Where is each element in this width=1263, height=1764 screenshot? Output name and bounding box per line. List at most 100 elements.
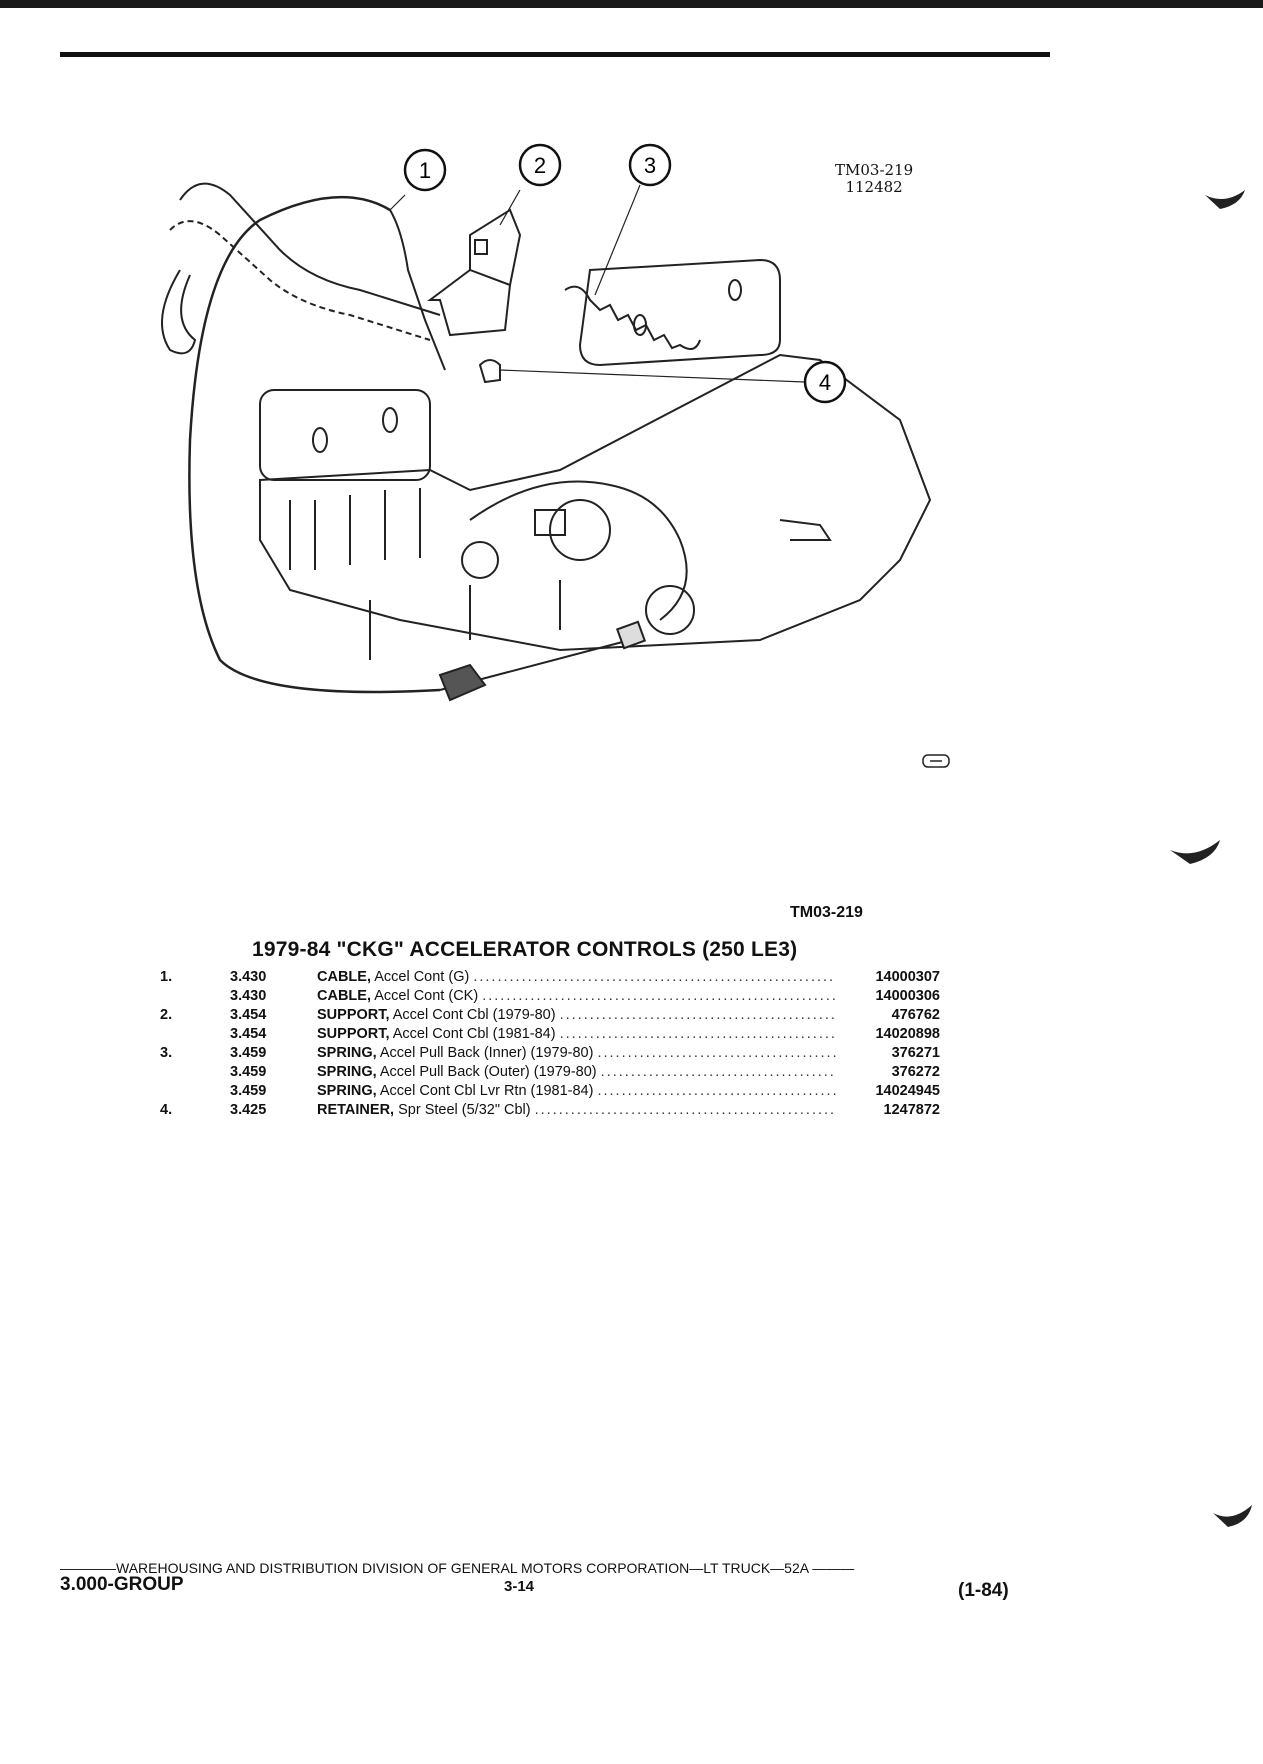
scan-edge-mark [1205, 190, 1245, 209]
egr-valve [645, 585, 695, 635]
part-row: 3.459 SPRING, Accel Pull Back (Outer) (19… [160, 1063, 940, 1082]
leader-line-3 [594, 184, 641, 296]
cable-end-fitting [438, 663, 487, 702]
accelerator-cable [188, 195, 441, 694]
support-bracket [427, 268, 512, 337]
hose-clamp [161, 269, 197, 355]
figure-stamp: 112482 [845, 178, 903, 196]
part-number: 1247872 [883, 1102, 940, 1118]
valve-cover-left [259, 389, 431, 481]
dot-leader: ........................................… [473, 969, 836, 985]
item-number: 3. [160, 1045, 173, 1061]
group-code: 3.459 [230, 1045, 267, 1061]
figure-code-stamp: TM03-219 112482 [835, 162, 913, 196]
header-rule [60, 52, 1050, 57]
dot-leader: ........................................… [600, 1064, 837, 1080]
part-description: SUPPORT, Accel Cont Cbl (1979-80) ......… [317, 1006, 837, 1025]
part-name: SPRING, [317, 1045, 377, 1061]
leader-line-4 [499, 369, 806, 383]
part-row: 3.454 SUPPORT, Accel Cont Cbl (1981-84) .… [160, 1025, 940, 1044]
cable-retainer [478, 359, 501, 384]
dot-leader: ........................................… [597, 1045, 837, 1061]
callout-2-label: 2 [534, 153, 546, 178]
part-number: 376272 [891, 1064, 940, 1080]
group-code: 3.425 [230, 1102, 267, 1118]
part-spec: Accel Cont (G) [374, 969, 470, 985]
figure-code: TM03-219 [835, 161, 914, 179]
dot-leader: ........................................… [559, 1007, 837, 1023]
footer-rule-right: ——— [808, 1560, 855, 1576]
part-number: 14020898 [875, 1026, 940, 1042]
dot-leader: ........................................… [559, 1026, 837, 1042]
valve-cover-right [578, 258, 781, 367]
accelerator-controls-illustration: 1 2 3 4 [161, 143, 950, 768]
part-number: 14000306 [875, 988, 940, 1004]
part-description: SPRING, Accel Pull Back (Outer) (1979-80… [317, 1063, 837, 1082]
scan-top-edge [0, 0, 1263, 8]
part-description: SPRING, Accel Cont Cbl Lvr Rtn (1981-84)… [317, 1082, 837, 1101]
gm-logo-mark [922, 754, 950, 768]
callout-1: 1 [403, 148, 447, 192]
part-number: 476762 [891, 1007, 940, 1023]
dot-leader: ........................................… [534, 1102, 837, 1118]
part-spec: Accel Pull Back (Inner) (1979-80) [379, 1045, 594, 1061]
part-name: CABLE, [317, 969, 371, 985]
part-row: 3.459 SPRING, Accel Cont Cbl Lvr Rtn (198… [160, 1082, 940, 1101]
part-number: 14000307 [875, 969, 940, 985]
part-number: 14024945 [875, 1083, 940, 1099]
part-number: 376271 [891, 1045, 940, 1061]
part-description: SPRING, Accel Pull Back (Inner) (1979-80… [317, 1044, 837, 1063]
part-name: SPRING, [317, 1083, 377, 1099]
part-spec: Accel Cont Cbl Lvr Rtn (1981-84) [379, 1083, 594, 1099]
group-code: 3.430 [230, 969, 267, 985]
callout-2: 2 [518, 143, 562, 187]
group-code: 3.454 [230, 1026, 267, 1042]
air-intake-tube [179, 182, 441, 316]
scan-edge-mark [1213, 1505, 1252, 1527]
leader-line-2 [499, 189, 521, 226]
part-description: RETAINER, Spr Steel (5/32" Cbl) ........… [317, 1101, 837, 1120]
part-row: 4. 3.425 RETAINER, Spr Steel (5/32" Cbl) .… [160, 1101, 940, 1120]
footer-division-line: ————WAREHOUSING AND DISTRIBUTION DIVISIO… [60, 1560, 1020, 1576]
part-name: SPRING, [317, 1064, 377, 1080]
dot-leader: ........................................… [597, 1083, 837, 1099]
callout-3-label: 3 [644, 153, 656, 178]
callout-3: 3 [628, 143, 672, 187]
engine-block [259, 353, 932, 652]
group-code: 3.454 [230, 1007, 267, 1023]
part-spec: Accel Cont Cbl (1979-80) [392, 1007, 556, 1023]
part-spec: Accel Cont Cbl (1981-84) [392, 1026, 556, 1042]
dot-leader: ........................................… [482, 988, 837, 1004]
item-number: 4. [160, 1102, 173, 1118]
callout-4-label: 4 [819, 370, 831, 395]
carburetor-body [549, 499, 611, 561]
figure-label: TM03-219 [790, 904, 863, 921]
callout-1-label: 1 [419, 158, 431, 183]
leader-line-1 [389, 194, 406, 211]
callout-4: 4 [803, 360, 847, 404]
footer-date: (1-84) [958, 1580, 1009, 1601]
item-number: 1. [160, 969, 173, 985]
part-spec: Spr Steel (5/32" Cbl) [398, 1102, 531, 1118]
part-spec: Accel Pull Back (Outer) (1979-80) [379, 1064, 597, 1080]
part-name: SUPPORT, [317, 1007, 390, 1023]
group-code: 3.459 [230, 1083, 267, 1099]
part-description: CABLE, Accel Cont (CK) .................… [317, 987, 837, 1006]
group-code: 3.459 [230, 1064, 267, 1080]
part-name: SUPPORT, [317, 1026, 390, 1042]
part-row: 1. 3.430 CABLE, Accel Cont (G) ...........… [160, 968, 940, 987]
part-name: CABLE, [317, 988, 371, 1004]
part-description: CABLE, Accel Cont (G) ..................… [317, 968, 837, 987]
part-description: SUPPORT, Accel Cont Cbl (1981-84) ......… [317, 1025, 837, 1044]
part-spec: Accel Cont (CK) [374, 988, 479, 1004]
group-code: 3.430 [230, 988, 267, 1004]
part-row: 3. 3.459 SPRING, Accel Pull Back (Inner) (… [160, 1044, 940, 1063]
item-number: 2. [160, 1007, 173, 1023]
part-row: 2. 3.454 SUPPORT, Accel Cont Cbl (1979-80)… [160, 1006, 940, 1025]
part-row: 3.430 CABLE, Accel Cont (CK) ............… [160, 987, 940, 1006]
section-title: 1979-84 "CKG" ACCELERATOR CONTROLS (250 … [252, 938, 798, 961]
footer-group: 3.000-GROUP [60, 1574, 184, 1595]
part-name: RETAINER, [317, 1102, 395, 1118]
footer-division-text: WAREHOUSING AND DISTRIBUTION DIVISION OF… [116, 1560, 809, 1576]
